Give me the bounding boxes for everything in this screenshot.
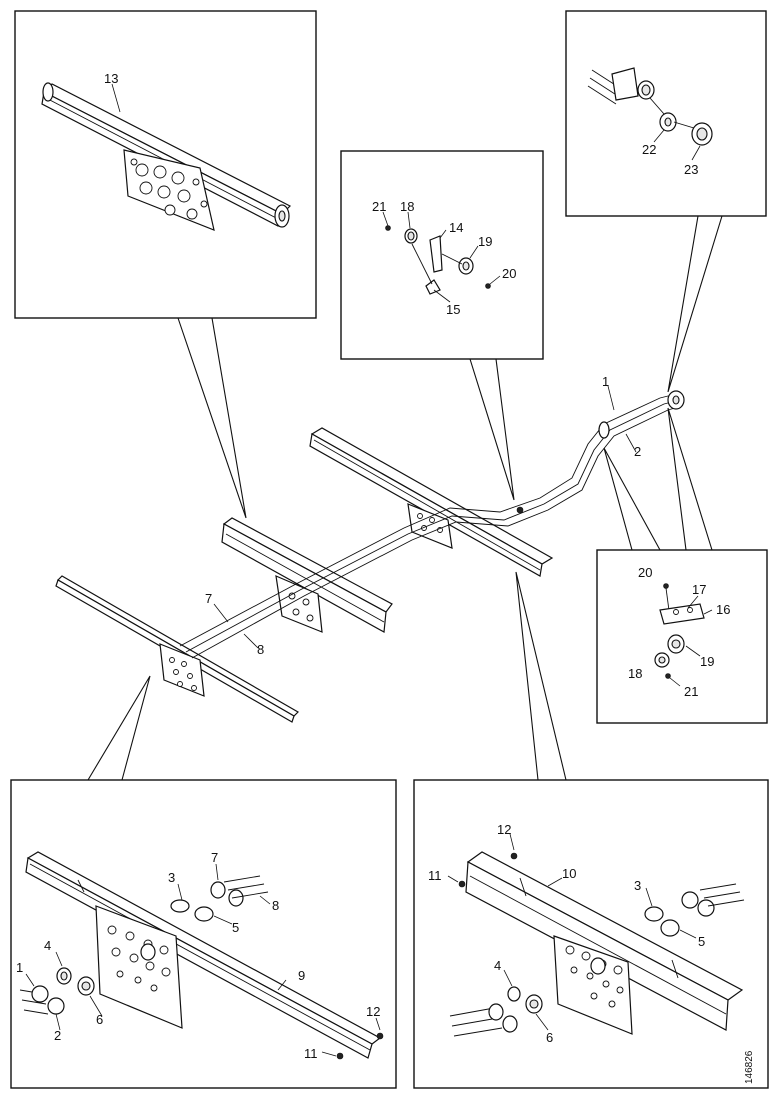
couplings-rear [449,883,745,1037]
callout-2: 2 [634,444,641,459]
callout-23: 23 [684,162,698,177]
callout-8: 8 [257,642,264,657]
crossmember-front [55,575,299,723]
callout-20: 20 [502,266,516,281]
callout-8: 8 [272,898,279,913]
connector-parts [587,67,713,146]
detail-panel-pipe-clip-right: 20 17 16 19 18 21 [596,549,768,724]
callout-14: 14 [449,220,463,235]
callout-11: 11 [428,868,442,883]
callout-21: 21 [372,199,386,214]
detail-panel-crossmember: 13 [14,10,317,319]
crossmember-middle [221,517,393,633]
callout-4: 4 [494,958,501,973]
clip-parts [385,225,491,295]
detail-panel-connector: 22 23 [565,10,767,217]
callout-2: 2 [54,1028,61,1043]
rear-crossmember-detail [458,851,744,1035]
callout-9: 9 [298,968,305,983]
detail-frame [340,150,544,360]
callout-7: 7 [211,850,218,865]
crossmember-rear [309,427,554,577]
callout-10: 10 [562,866,576,881]
couplings-left [19,943,156,1015]
callout-6: 6 [546,1030,553,1045]
detail-panel-pipe-clip: 21 18 14 19 20 15 [340,150,544,360]
callout-5: 5 [232,920,239,935]
callout-12: 12 [366,1004,380,1019]
callout-20: 20 [638,565,652,580]
callout-3: 3 [634,878,641,893]
callout-11: 11 [304,1046,318,1061]
brake-pipes [179,390,685,659]
callout-21: 21 [684,684,698,699]
callout-6: 6 [96,1012,103,1027]
detail-frame [596,549,768,724]
crossmember-part-13 [41,82,292,231]
callout-16: 16 [716,602,730,617]
callout-5: 5 [698,934,705,949]
callout-18: 18 [400,199,414,214]
callout-17: 17 [692,582,706,597]
callout-13: 13 [104,71,118,86]
callout-19: 19 [700,654,714,669]
detail-pointers [87,215,723,781]
callout-22: 22 [642,142,656,157]
callout-7: 7 [205,591,212,606]
couplings-right [170,875,269,922]
figure-reference-number: 146826 [744,1050,755,1084]
callout-15: 15 [446,302,460,317]
callout-1: 1 [16,960,23,975]
front-crossmember-detail [25,851,384,1060]
callout-19: 19 [478,234,492,249]
main-assembly: 7 8 1 2 [55,374,685,723]
detail-panel-rear-crossmember: 12 11 10 3 5 4 6 [413,779,769,1089]
callout-1: 1 [602,374,609,389]
detail-panel-front-crossmember: 3 7 8 5 4 1 2 6 9 12 11 [10,779,397,1089]
callout-4: 4 [44,938,51,953]
clip-parts-right [654,583,705,679]
callout-12: 12 [497,822,511,837]
callout-3: 3 [168,870,175,885]
callout-18: 18 [628,666,642,681]
